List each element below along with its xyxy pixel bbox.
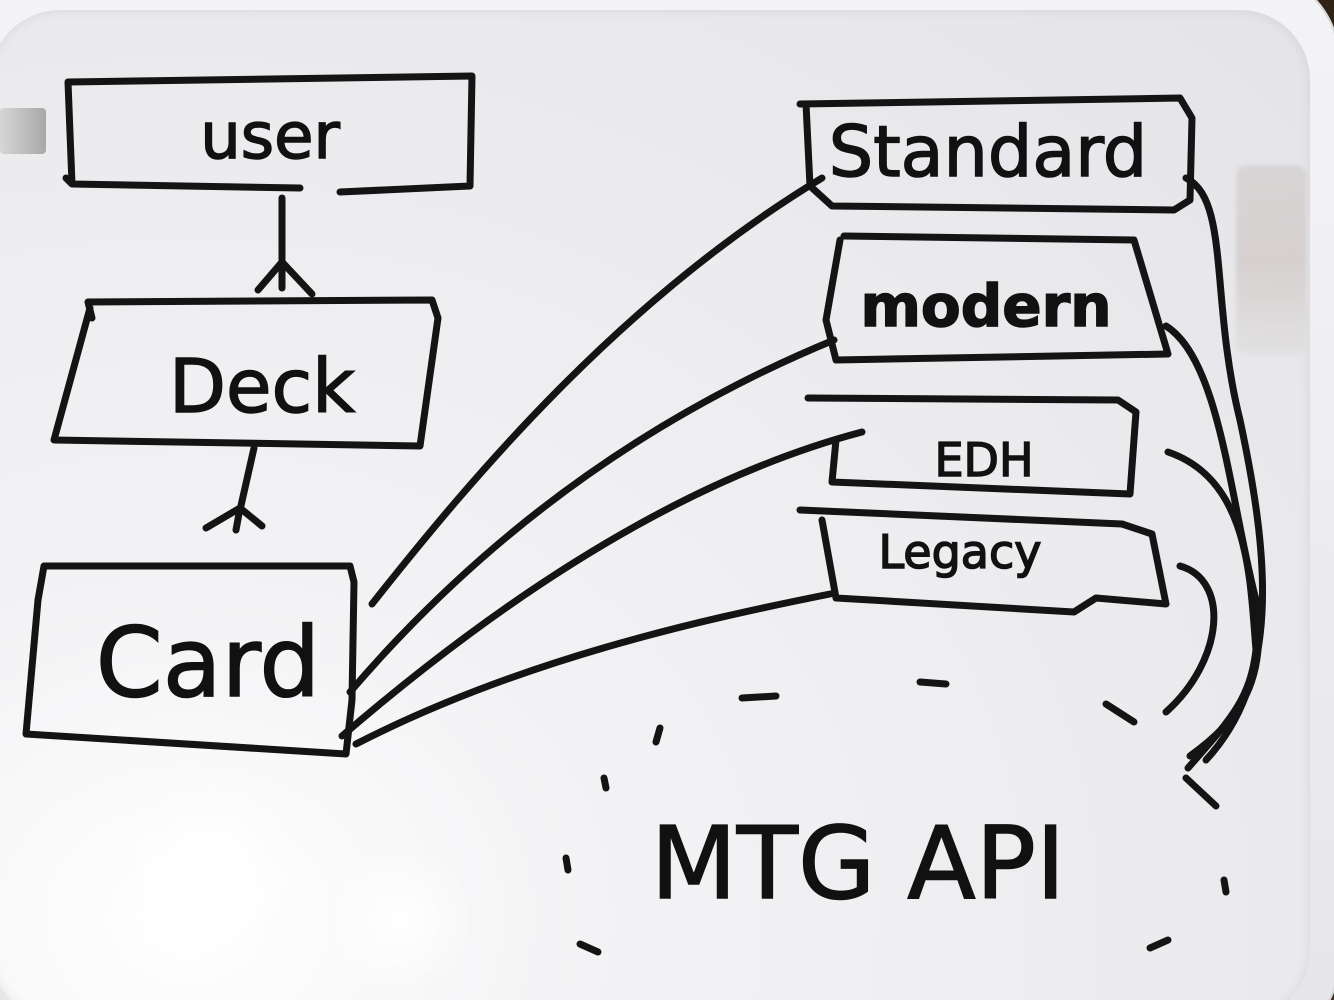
api-boundary	[562, 678, 1230, 956]
card-label: Card	[96, 607, 321, 719]
card-modern-line	[346, 336, 838, 696]
modern-label: modern	[860, 272, 1111, 340]
user-box	[62, 72, 476, 196]
legacy-label: Legacy	[878, 525, 1041, 579]
frame-clip	[0, 108, 46, 154]
user-deck-relation	[254, 194, 316, 298]
legacy-api-line	[1162, 562, 1218, 716]
edh-api-line	[1164, 448, 1260, 772]
user-label: user	[200, 100, 340, 174]
deck-card-relation	[202, 444, 266, 534]
modern-box	[822, 232, 1172, 364]
standard-label: Standard	[829, 111, 1147, 193]
edh-box	[804, 394, 1140, 498]
api-label: MTG API	[651, 805, 1066, 922]
deck-box	[50, 296, 442, 450]
card-edh-line	[338, 428, 866, 740]
eraser-smudge	[1236, 165, 1306, 355]
standard-box	[796, 94, 1196, 214]
card-legacy-line	[352, 590, 834, 748]
deck-label: Deck	[169, 344, 355, 430]
legacy-box	[796, 506, 1170, 616]
edh-label: EDH	[934, 433, 1033, 487]
card-standard-line	[368, 174, 826, 608]
